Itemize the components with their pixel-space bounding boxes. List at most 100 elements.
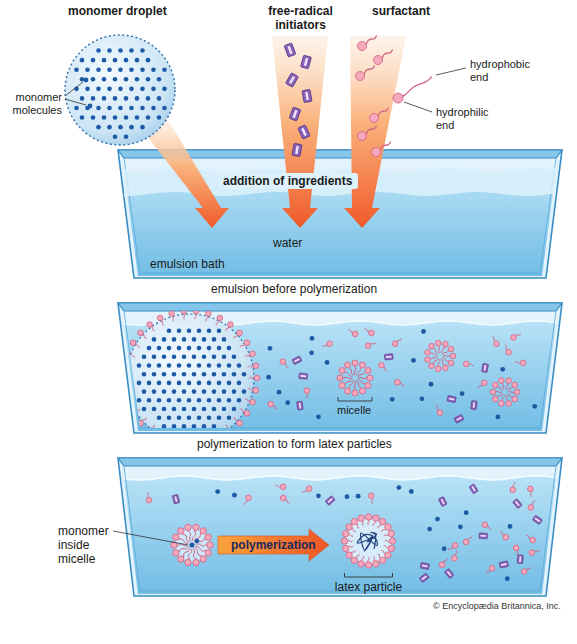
heading: monomer droplet xyxy=(68,4,168,18)
surfactant-head xyxy=(178,556,184,562)
surfactant-molecule xyxy=(181,308,187,319)
monomer-molecule xyxy=(182,389,187,394)
monomer-molecule xyxy=(227,415,232,420)
monomer-molecule xyxy=(124,58,129,63)
leader-line xyxy=(65,99,86,105)
surfactant-head xyxy=(389,538,395,544)
surfactant-molecule xyxy=(372,141,391,156)
initiator xyxy=(419,573,429,582)
surfactant-head xyxy=(482,522,488,528)
surfactant-head xyxy=(511,335,517,341)
monomer-molecule xyxy=(74,106,79,111)
surfactant-head xyxy=(435,366,441,372)
monomer-molecule xyxy=(102,96,107,101)
initiator xyxy=(301,55,312,69)
initiator xyxy=(471,401,478,410)
surfactant-molecule xyxy=(384,545,395,551)
surfactant-head xyxy=(385,552,391,558)
monomer-molecule xyxy=(124,134,129,139)
surfactant-molecule xyxy=(240,340,250,347)
surfactant-head xyxy=(388,545,394,551)
surfactant-head xyxy=(346,552,352,558)
surfactant-head xyxy=(530,537,536,543)
surfactant-molecule xyxy=(138,418,147,426)
initiator-mark xyxy=(295,146,299,154)
monomer-molecule xyxy=(80,115,85,120)
monomer-molecule xyxy=(102,77,107,82)
surfactant-molecule xyxy=(358,35,377,50)
monomer-molecule xyxy=(151,87,156,92)
surfactant-molecule xyxy=(515,360,526,366)
monomer-molecule xyxy=(140,125,145,130)
micelle xyxy=(337,360,373,396)
surfactant-head xyxy=(365,343,371,349)
surfactant-head xyxy=(200,556,206,562)
surfactant-tail xyxy=(160,431,164,438)
tank-rim xyxy=(118,458,562,466)
copyright-notice: © Encyclopædia Britannica, Inc. xyxy=(433,601,562,612)
initiator xyxy=(286,73,299,87)
initiator-mark xyxy=(449,398,455,401)
initiator-body xyxy=(301,55,312,69)
callout-label: hydrophilic end xyxy=(436,106,490,132)
initiator xyxy=(289,107,301,121)
initiator xyxy=(297,401,304,410)
surfactant-head xyxy=(425,350,431,356)
monomer-molecule xyxy=(91,77,96,82)
monomer-molecule xyxy=(147,381,152,386)
initiator-mark xyxy=(480,535,486,537)
monomer-molecule xyxy=(222,389,227,394)
surfactant-molecule xyxy=(368,493,374,504)
surfactant-tail xyxy=(172,435,175,443)
surfactant-molecule xyxy=(500,532,508,540)
surfactant-molecule xyxy=(505,345,512,355)
surfactant-molecule xyxy=(121,388,132,394)
monomer-molecule xyxy=(142,407,147,412)
surfactant-tail xyxy=(123,377,131,378)
surfactant-molecule xyxy=(193,549,200,566)
surfactant-molecule xyxy=(244,495,251,505)
monomer-molecule xyxy=(113,77,118,82)
monomer-molecule xyxy=(140,67,145,72)
initiator-mark xyxy=(422,565,428,568)
surfactant-head xyxy=(341,538,347,544)
monomer-molecule xyxy=(222,407,227,412)
surfactant-head xyxy=(130,410,136,416)
monomer-molecule xyxy=(118,67,123,72)
monomer-molecule xyxy=(396,485,401,490)
surfactant-head xyxy=(512,396,518,402)
surfactant-head xyxy=(452,543,458,549)
monomer-molecule xyxy=(157,77,162,82)
monomer-molecule xyxy=(113,58,118,63)
monomer-molecule xyxy=(129,67,134,72)
surfactant-head xyxy=(498,401,504,407)
leader-line xyxy=(436,68,466,75)
monomer-molecule xyxy=(74,67,79,72)
surfactant-head xyxy=(429,343,435,349)
initiator-body xyxy=(454,414,464,423)
surfactant-head xyxy=(181,308,187,314)
ingredient-arrow xyxy=(272,36,328,228)
surfactant-molecule xyxy=(169,311,175,321)
surfactant-head xyxy=(280,359,286,365)
monomer-molecule xyxy=(118,106,123,111)
surfactant-head xyxy=(169,440,175,446)
monomer-molecule xyxy=(435,517,440,522)
surfactant-head xyxy=(512,382,518,388)
surfactant-molecule xyxy=(425,357,437,363)
initiator-mark xyxy=(473,402,475,408)
monomer-molecule xyxy=(152,372,157,377)
surfactant-head xyxy=(503,534,509,540)
monomer-molecule xyxy=(227,346,232,351)
surfactant-head xyxy=(345,362,351,368)
surfactant-head xyxy=(463,361,469,367)
surfactant-head xyxy=(306,486,312,492)
surfactant-molecule xyxy=(121,363,132,369)
surfactant-molecule xyxy=(130,409,140,416)
monomer-molecule xyxy=(162,407,167,412)
surfactant-molecule xyxy=(449,543,458,550)
monomer-molecule xyxy=(177,346,182,351)
monomer-molecule xyxy=(345,494,350,499)
surfactant-head xyxy=(173,534,179,540)
surfactant-molecule xyxy=(373,515,379,526)
